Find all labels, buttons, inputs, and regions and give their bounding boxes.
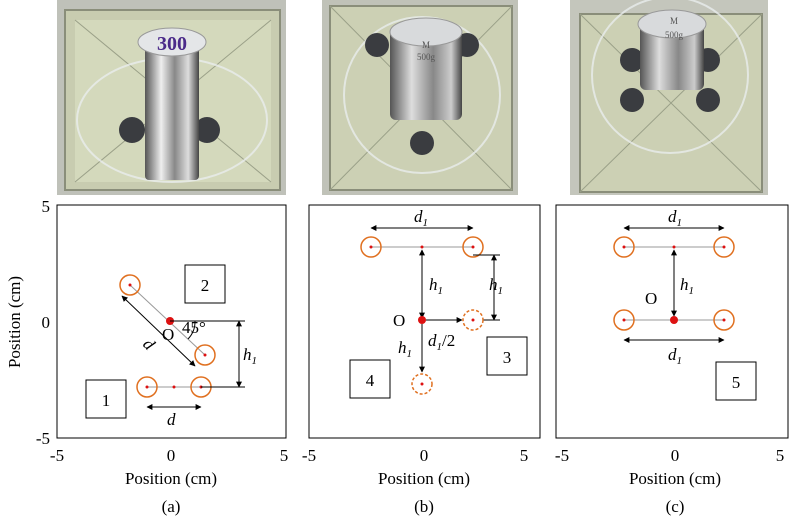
x-axis-label-b: Position (cm) [378, 469, 470, 488]
label-c-d-top: d1 [668, 207, 682, 229]
weight-label-b-1: M [422, 40, 430, 50]
weight-label-c-2: 500g [665, 30, 684, 40]
box-label-b-3: 3 [503, 348, 512, 367]
label-a-d-horiz: d [167, 410, 176, 429]
photo-panel-c: M 500g [570, 0, 768, 195]
x-tick-b-left: -5 [302, 446, 316, 465]
panel-a: 5 0 -5 -5 0 5 Position (cm) (a) O 45° d … [36, 197, 288, 516]
photo-panel-a: 300 [57, 0, 286, 195]
weight-label-a: 300 [157, 33, 187, 55]
label-b-h-down: h1 [398, 338, 412, 360]
x-tick-c-mid: 0 [671, 446, 680, 465]
weight-label-b-2: 500g [417, 52, 436, 62]
label-b-h-left: h1 [429, 275, 443, 297]
label-a-angle: 45° [182, 318, 206, 337]
label-c-h: h1 [680, 275, 694, 297]
x-axis-label-c: Position (cm) [629, 469, 721, 488]
label-c-origin: O [645, 289, 657, 308]
x-axis-label-a: Position (cm) [125, 469, 217, 488]
panel-c: -5 0 5 Position (cm) (c) d1 h1 O d1 5 [555, 204, 789, 516]
y-tick-mid: 0 [42, 313, 51, 332]
label-b-d-half: d1/2 [428, 331, 455, 353]
label-a-origin: O [162, 325, 174, 344]
label-c-d-bottom: d1 [668, 345, 682, 367]
x-tick-c-left: -5 [555, 446, 569, 465]
x-tick-a-mid: 0 [167, 446, 176, 465]
x-tick-a-left: -5 [50, 446, 64, 465]
box-label-b-4: 4 [366, 371, 375, 390]
box-label-a-1: 1 [102, 391, 111, 410]
x-tick-b-right: 5 [520, 446, 529, 465]
x-tick-c-right: 5 [776, 446, 785, 465]
panel-b: -5 0 5 Position (cm) (b) d1 h1 h1 O d1/2… [302, 204, 541, 516]
box-label-a-2: 2 [201, 276, 210, 295]
label-a-h: h1 [243, 345, 257, 367]
y-tick-bottom: -5 [36, 429, 50, 448]
label-b-h-right: h1 [489, 275, 503, 297]
photo-panel-b: M 500g [322, 0, 518, 195]
y-tick-top: 5 [42, 197, 51, 216]
x-tick-b-mid: 0 [420, 446, 429, 465]
y-axis-label: Position (cm) [5, 276, 24, 368]
label-b-origin: O [393, 311, 405, 330]
caption-a: (a) [162, 497, 181, 516]
caption-b: (b) [414, 497, 434, 516]
label-b-d-top: d1 [414, 207, 428, 229]
weight-label-c-1: M [670, 16, 678, 26]
caption-c: (c) [666, 497, 685, 516]
x-tick-a-right: 5 [280, 446, 289, 465]
box-label-c-5: 5 [732, 373, 741, 392]
